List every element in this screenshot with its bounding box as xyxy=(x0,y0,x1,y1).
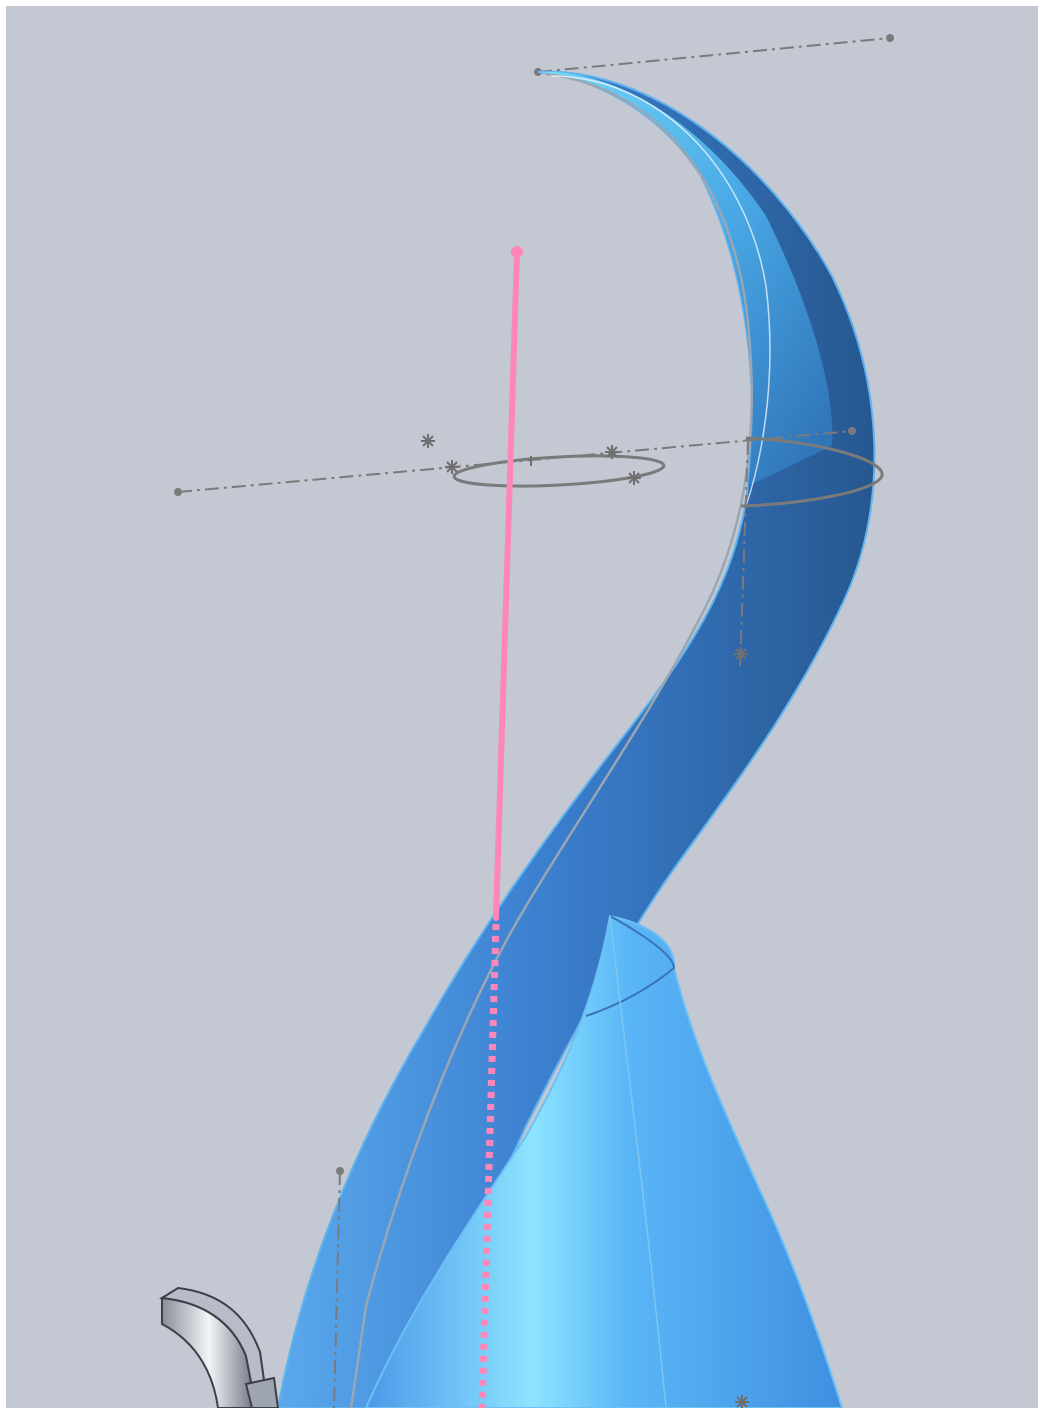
sketch-point xyxy=(421,434,435,448)
model-canvas[interactable] xyxy=(6,6,1038,1408)
sketch-point xyxy=(445,460,459,474)
sketch-points[interactable] xyxy=(421,434,749,1408)
sketch-point xyxy=(627,471,641,485)
graphics-viewport[interactable] xyxy=(6,6,1038,1408)
pink-guide-path[interactable] xyxy=(478,246,523,1408)
sketch-point xyxy=(605,445,619,459)
bracket-part[interactable] xyxy=(158,1286,280,1408)
construction-line-vertical[interactable] xyxy=(333,440,749,1408)
sketch-point xyxy=(734,647,748,661)
sketch-point xyxy=(735,1395,749,1408)
construction-line-top[interactable] xyxy=(534,34,894,76)
sketch-ellipse-right[interactable] xyxy=(740,436,884,508)
construction-line-middle[interactable] xyxy=(174,427,856,496)
